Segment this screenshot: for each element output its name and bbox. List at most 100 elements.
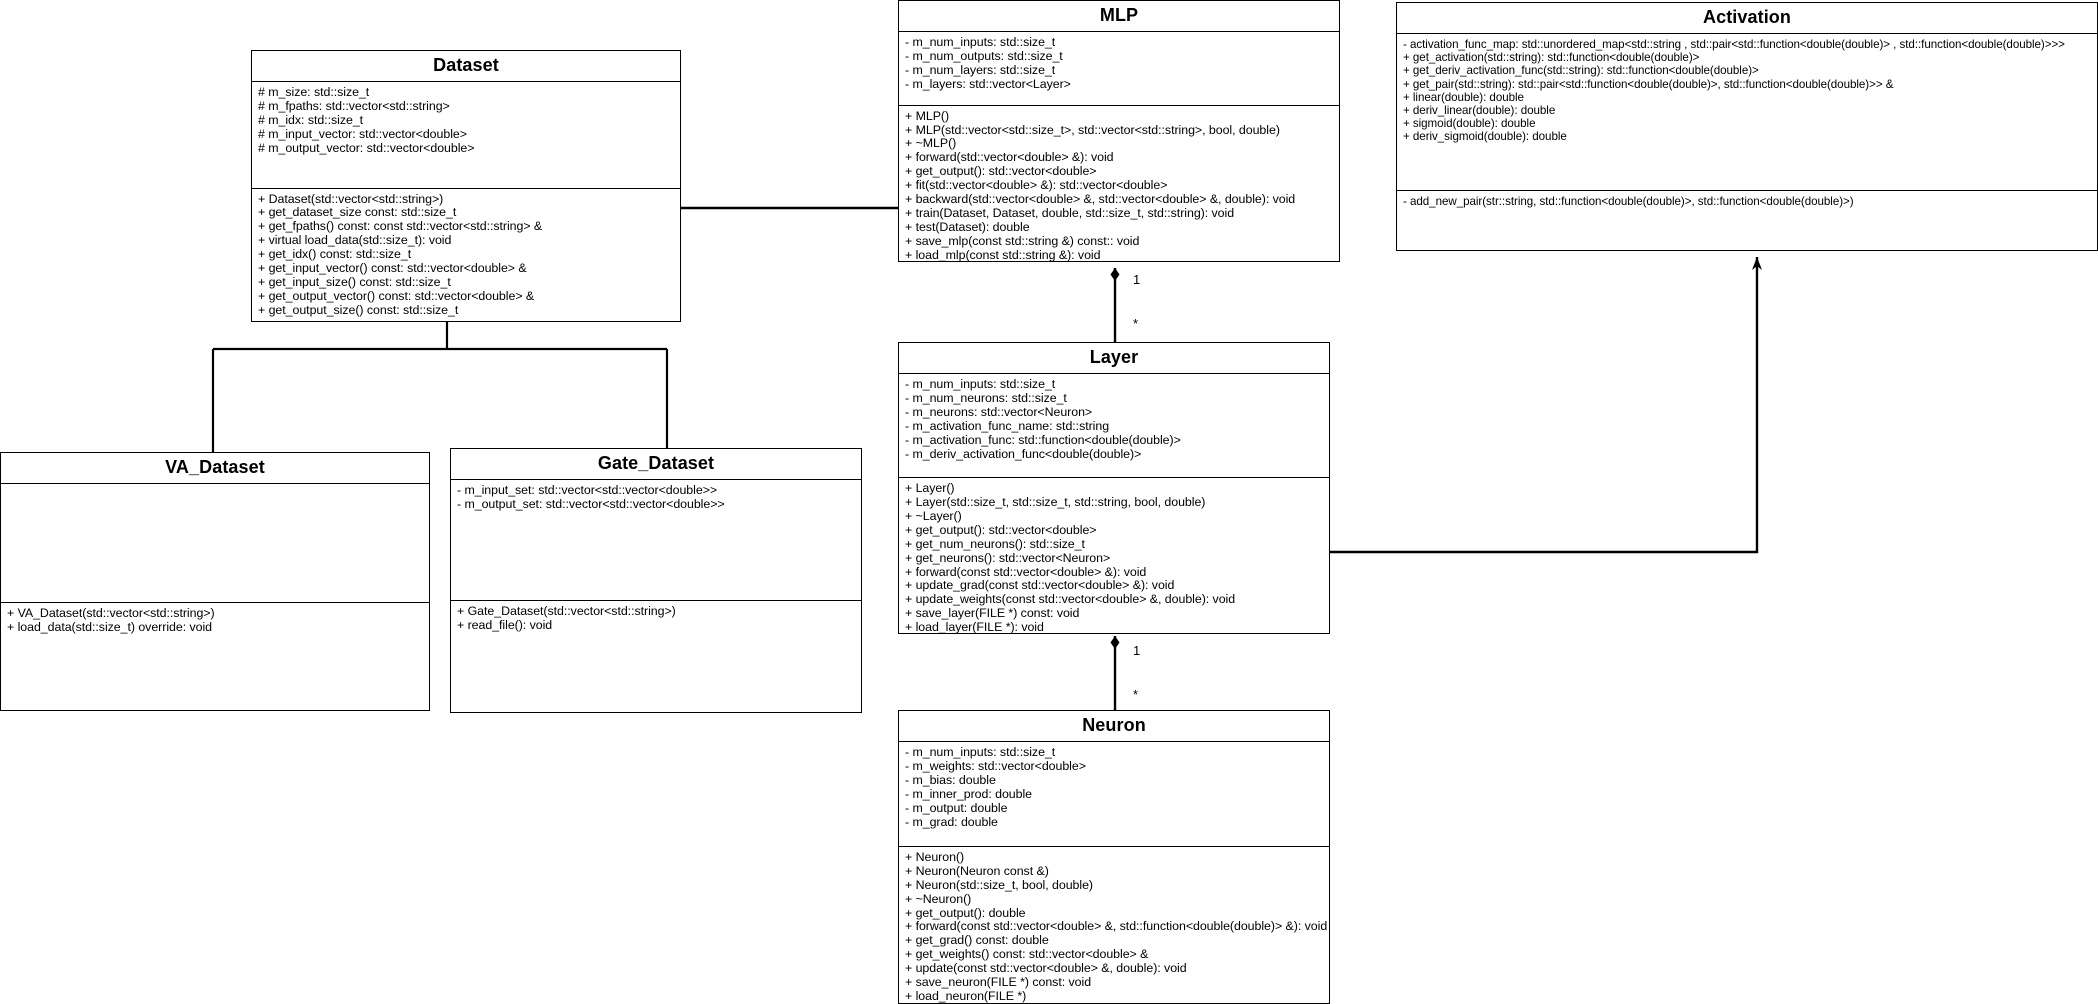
method-row: + get_output(): double	[905, 905, 1026, 920]
method-row: + get_fpaths() const: const std::vector<…	[258, 219, 543, 234]
multiplicity-layer-neuron-many: *	[1133, 687, 1139, 702]
attribute-row: - m_layers: std::vector<Layer>	[905, 76, 1071, 91]
class-title-mlp: MLP	[899, 1, 1339, 33]
multiplicity-layer-neuron-one: 1	[1133, 643, 1141, 658]
attributes-compartment-gate-dataset: - m_input_set: std::vector<std::vector<d…	[451, 480, 861, 602]
attribute-row: - m_activation_func_name: std::string	[905, 418, 1110, 433]
method-row: + forward(std::vector<double> &): void	[905, 150, 1114, 165]
method-row: + get_output_vector() const: std::vector…	[258, 288, 535, 303]
method-row: + save_layer(FILE *) const: void	[905, 606, 1080, 621]
multiplicity-mlp-layer-one: 1	[1133, 272, 1141, 287]
attribute-row: - activation_func_map: std::unordered_ma…	[1403, 38, 2065, 52]
attribute-row: - m_num_layers: std::size_t	[905, 62, 1056, 77]
method-row: + Layer(std::size_t, std::size_t, std::s…	[905, 495, 1206, 510]
method-row: + save_neuron(FILE *) const: void	[905, 975, 1092, 990]
method-row: + MLP()	[905, 108, 950, 123]
method-row: + fit(std::vector<double> &): std::vecto…	[905, 178, 1168, 193]
method-row: + load_mlp(const std::string &): void	[905, 247, 1101, 261]
attribute-row: - m_output: double	[905, 800, 1008, 815]
class-title-dataset: Dataset	[252, 51, 680, 83]
method-row: + VA_Dataset(std::vector<std::string>)	[7, 606, 215, 621]
class-box-activation[interactable]: Activation - activation_func_map: std::u…	[1396, 2, 2098, 251]
method-row: + update(const std::vector<double> &, do…	[905, 961, 1187, 976]
attribute-row: # m_size: std::size_t	[258, 85, 370, 100]
class-box-mlp[interactable]: MLP - m_num_inputs: std::size_t - m_num_…	[898, 0, 1340, 262]
attribute-row: - m_activation_func: std::function<doubl…	[905, 432, 1181, 447]
methods-compartment-dataset: + Dataset(std::vector<std::string>) + ge…	[252, 189, 680, 321]
methods-compartment-layer: + Layer() + Layer(std::size_t, std::size…	[899, 478, 1329, 633]
attribute-row: + get_deriv_activation_func(std::string)…	[1403, 64, 1759, 78]
method-row: + get_grad() const: double	[905, 933, 1049, 948]
method-row: + get_output(): std::vector<double>	[905, 164, 1097, 179]
attribute-row: - m_num_inputs: std::size_t	[905, 377, 1056, 392]
attributes-compartment-mlp: - m_num_inputs: std::size_t - m_num_outp…	[899, 32, 1339, 106]
multiplicity-mlp-layer-many: *	[1133, 316, 1139, 331]
attributes-compartment-dataset: # m_size: std::size_t # m_fpaths: std::v…	[252, 82, 680, 189]
class-box-layer[interactable]: Layer - m_num_inputs: std::size_t - m_nu…	[898, 342, 1330, 634]
attribute-row: + deriv_sigmoid(double): double	[1403, 130, 1567, 144]
method-row: + update_weights(const std::vector<doubl…	[905, 592, 1236, 607]
class-box-neuron[interactable]: Neuron - m_num_inputs: std::size_t - m_w…	[898, 710, 1330, 1004]
class-box-va-dataset[interactable]: VA_Dataset + VA_Dataset(std::vector<std:…	[0, 452, 430, 711]
method-row: + Dataset(std::vector<std::string>)	[258, 191, 444, 206]
method-row: + get_output(): std::vector<double>	[905, 522, 1097, 537]
method-row: + load_neuron(FILE *)	[905, 988, 1027, 1003]
attribute-row: + deriv_linear(double): double	[1403, 104, 1556, 118]
method-row: + test(Dataset): double	[905, 219, 1030, 234]
method-row: + Neuron()	[905, 849, 965, 864]
method-row: + get_input_vector() const: std::vector<…	[258, 261, 527, 276]
method-row: + load_data(std::size_t) override: void	[7, 619, 213, 634]
method-row: + forward(const std::vector<double> &, s…	[905, 919, 1328, 934]
method-row: + load_layer(FILE *): void	[905, 620, 1044, 633]
attribute-row: # m_idx: std::size_t	[258, 112, 364, 127]
attribute-row: + get_pair(std::string): std::pair<std::…	[1403, 77, 1894, 91]
method-row: + get_idx() const: std::size_t	[258, 247, 412, 262]
method-row: - add_new_pair(str::string, std::functio…	[1403, 195, 1854, 209]
methods-compartment-neuron: + Neuron() + Neuron(Neuron const &) + Ne…	[899, 847, 1329, 1003]
attribute-row: - m_num_outputs: std::size_t	[905, 48, 1063, 63]
attribute-row: - m_input_set: std::vector<std::vector<d…	[457, 483, 718, 498]
method-row: + get_input_size() const: std::size_t	[258, 274, 451, 289]
method-row: + get_num_neurons(): std::size_t	[905, 536, 1085, 551]
attribute-row: + get_activation(std::string): std::func…	[1403, 51, 1700, 65]
method-row: + virtual load_data(std::size_t): void	[258, 233, 452, 248]
attribute-row: + sigmoid(double): double	[1403, 117, 1536, 131]
method-row: + Neuron(std::size_t, bool, double)	[905, 877, 1094, 892]
method-row: + MLP(std::vector<std::size_t>, std::vec…	[905, 122, 1280, 137]
attribute-row: # m_output_vector: std::vector<double>	[258, 140, 475, 155]
attribute-row: + linear(double): double	[1403, 90, 1524, 104]
method-row: + forward(const std::vector<double> &): …	[905, 564, 1147, 579]
method-row: + ~MLP()	[905, 136, 957, 151]
methods-compartment-va-dataset: + VA_Dataset(std::vector<std::string>) +…	[1, 603, 429, 639]
class-title-gate-dataset: Gate_Dataset	[451, 449, 861, 481]
method-row: + get_weights() const: std::vector<doubl…	[905, 947, 1149, 962]
method-row: + Layer()	[905, 481, 955, 496]
attribute-row: - m_deriv_activation_func<double(double)…	[905, 446, 1142, 461]
method-row: + Neuron(Neuron const &)	[905, 863, 1049, 878]
attributes-compartment-neuron: - m_num_inputs: std::size_t - m_weights:…	[899, 742, 1329, 847]
edge-layer-to-activation	[1330, 257, 1762, 554]
attribute-row: # m_input_vector: std::vector<double>	[258, 126, 467, 141]
methods-compartment-mlp: + MLP() + MLP(std::vector<std::size_t>, …	[899, 106, 1339, 261]
attributes-compartment-va-dataset	[1, 484, 429, 604]
class-box-dataset[interactable]: Dataset # m_size: std::size_t # m_fpaths…	[251, 50, 681, 322]
attribute-row: - m_weights: std::vector<double>	[905, 758, 1086, 773]
class-title-neuron: Neuron	[899, 711, 1329, 743]
attribute-row: - m_num_inputs: std::size_t	[905, 35, 1056, 50]
methods-compartment-gate-dataset: + Gate_Dataset(std::vector<std::string>)…	[451, 601, 861, 637]
attribute-row: - m_grad: double	[905, 814, 998, 829]
attributes-compartment-layer: - m_num_inputs: std::size_t - m_num_neur…	[899, 374, 1329, 479]
class-title-va-dataset: VA_Dataset	[1, 453, 429, 485]
class-box-gate-dataset[interactable]: Gate_Dataset - m_input_set: std::vector<…	[450, 448, 862, 713]
method-row: + save_mlp(const std::string &) const:: …	[905, 233, 1140, 248]
method-row: + train(Dataset, Dataset, double, std::s…	[905, 205, 1235, 220]
method-row: + get_output_size() const: std::size_t	[258, 302, 459, 317]
methods-compartment-activation: - add_new_pair(str::string, std::functio…	[1397, 191, 2097, 212]
class-title-activation: Activation	[1397, 3, 2097, 35]
class-title-layer: Layer	[899, 343, 1329, 375]
method-row: + backward(std::vector<double> &, std::v…	[905, 192, 1296, 207]
method-row: + update_grad(const std::vector<double> …	[905, 578, 1175, 593]
attribute-row: - m_num_inputs: std::size_t	[905, 745, 1056, 760]
attribute-row: - m_inner_prod: double	[905, 786, 1033, 801]
